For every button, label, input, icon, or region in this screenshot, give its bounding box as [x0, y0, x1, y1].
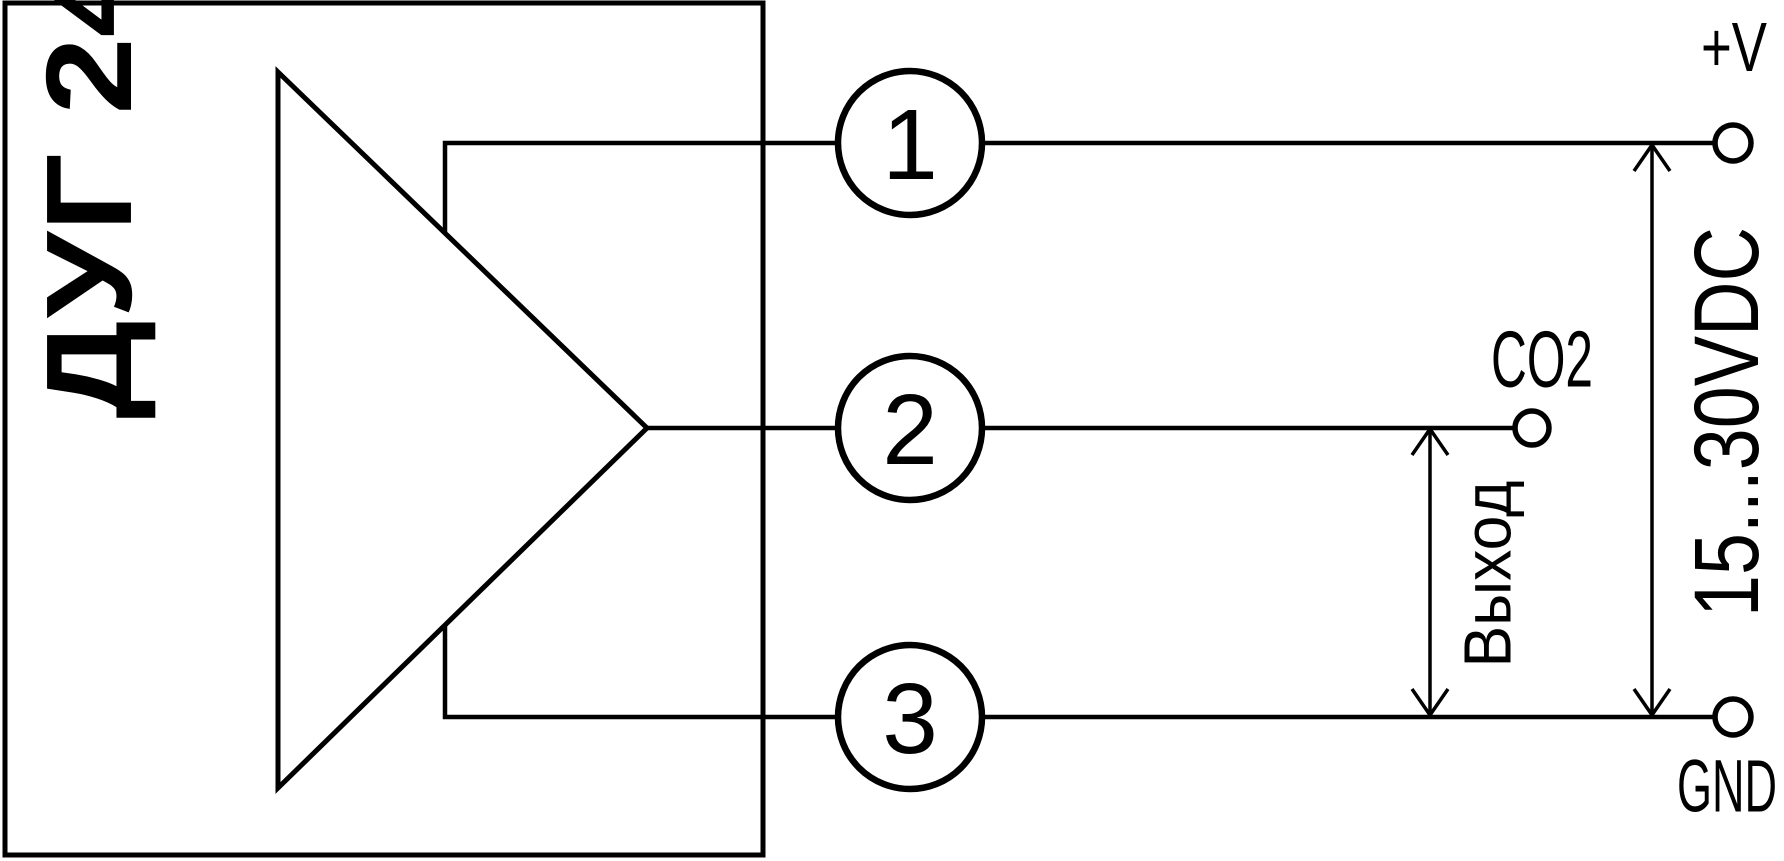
co2-terminal	[1512, 408, 1552, 448]
pin-1-circle	[834, 67, 986, 219]
pin-3: 3	[834, 641, 986, 793]
supply-dimension: 15...30VDC	[1632, 141, 1778, 719]
pin-1: 1	[834, 67, 986, 219]
supply-dimension-arrow-up-icon	[1632, 141, 1672, 172]
gnd-terminal	[1712, 696, 1754, 738]
pin-1-number: 1	[882, 89, 938, 201]
wire-pin3-gnd	[442, 626, 1715, 720]
output-dimension-arrow-down-icon	[1410, 688, 1450, 719]
co2-label: CO2	[1491, 315, 1593, 404]
pin-2: 2	[834, 352, 986, 504]
wire-pin1-plus-v	[442, 140, 1715, 232]
supply-dimension-arrow-down-icon	[1632, 688, 1672, 719]
pin-2-circle	[834, 352, 986, 504]
output-label: Выход	[1451, 481, 1526, 668]
sensor-triangle-icon	[275, 66, 651, 794]
gnd-label: GND	[1677, 745, 1777, 828]
supply-range-label: 15...30VDC	[1676, 227, 1778, 617]
plus-v-label: +V	[1701, 8, 1767, 86]
pin-3-number: 3	[882, 663, 938, 775]
pin-3-circle	[834, 641, 986, 793]
pin-2-number: 2	[882, 374, 938, 486]
device-label: ДУГ 24	[21, 0, 157, 419]
output-dimension: Выход	[1410, 425, 1526, 719]
plus-v-terminal	[1712, 122, 1754, 164]
output-dimension-arrow-up-icon	[1410, 425, 1450, 456]
